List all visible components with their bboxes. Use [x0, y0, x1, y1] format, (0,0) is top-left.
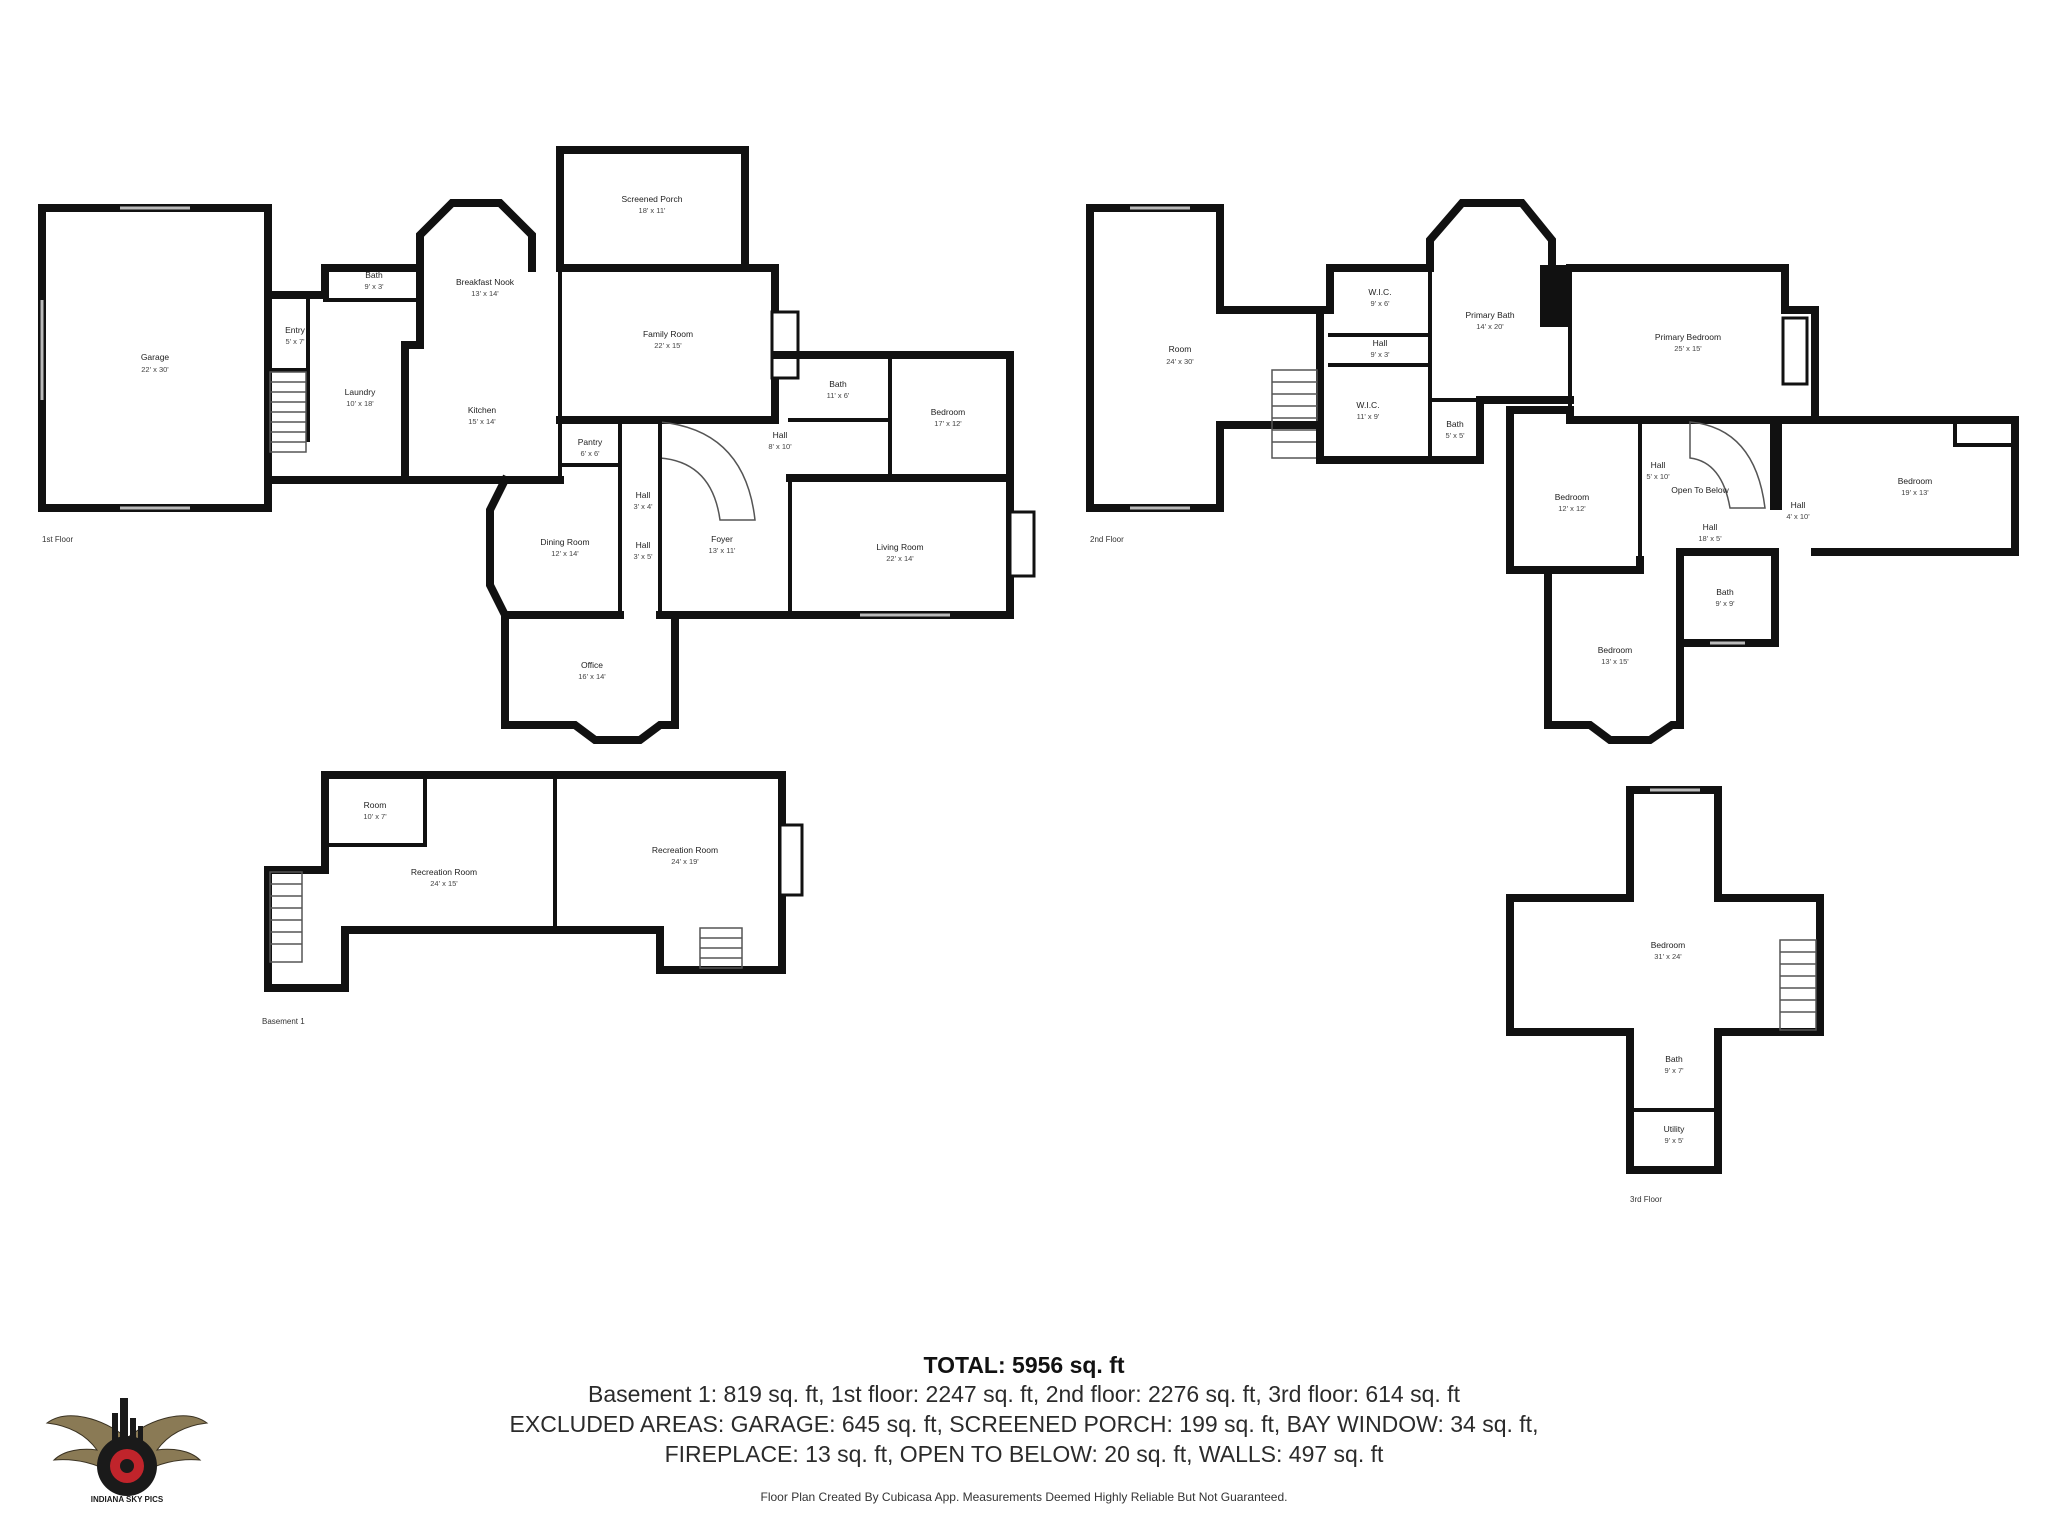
room-dimension: 10' x 7' — [363, 812, 387, 821]
room-name: Bath — [1716, 587, 1734, 597]
room-dimension: 18' x 11' — [639, 206, 666, 215]
room-dimension: 9' x 6' — [1370, 299, 1390, 308]
room-dimension: 9' x 3' — [1370, 350, 1390, 359]
room-name: Breakfast Nook — [456, 277, 515, 287]
room-name: Bedroom — [1598, 645, 1633, 655]
room-name: Bedroom — [1898, 476, 1933, 486]
floor-areas-line: Basement 1: 819 sq. ft, 1st floor: 2247 … — [588, 1381, 1460, 1407]
total-area: TOTAL: 5956 sq. ft — [923, 1352, 1125, 1378]
room-name: Recreation Room — [411, 867, 477, 877]
room-name: Hall — [1791, 500, 1806, 510]
room-dimension: 18' x 5' — [1698, 534, 1722, 543]
room-dimension: 24' x 30' — [1166, 357, 1194, 366]
room-dimension: 24' x 15' — [430, 879, 458, 888]
room-dimension: 10' x 18' — [346, 399, 374, 408]
room-name: Garage — [141, 352, 170, 362]
room-name: Hall — [1373, 338, 1388, 348]
room-name: W.I.C. — [1368, 287, 1391, 297]
excluded-areas-line: EXCLUDED AREAS: GARAGE: 645 sq. ft, SCRE… — [509, 1411, 1539, 1437]
room-dimension: 5' x 7' — [285, 337, 305, 346]
room-dimension: 12' x 14' — [551, 549, 579, 558]
room-name: Room — [364, 800, 387, 810]
room-dimension: 6' x 6' — [580, 449, 600, 458]
disclaimer: Floor Plan Created By Cubicasa App. Meas… — [760, 1490, 1288, 1504]
room-dimension: 4' x 10' — [1786, 512, 1810, 521]
room-dimension: 9' x 9' — [1715, 599, 1735, 608]
room-dimension: 13' x 14' — [471, 289, 499, 298]
room-labels: Garage 22' x 30' Entry 5' x 7' Bath 9' x… — [141, 194, 1932, 1145]
basement-plan — [264, 771, 804, 992]
room-name: Foyer — [711, 534, 733, 544]
room-name: Primary Bath — [1465, 310, 1514, 320]
room-dimension: 12' x 12' — [1558, 504, 1586, 513]
room-name: Primary Bedroom — [1655, 332, 1721, 342]
room-dimension: 25' x 15' — [1674, 344, 1702, 353]
room-name: Hall — [773, 430, 788, 440]
room-name: Open To Below — [1671, 485, 1729, 495]
room-name: Utility — [1664, 1124, 1686, 1134]
room-dimension: 9' x 3' — [364, 282, 384, 291]
room-dimension: 9' x 5' — [1664, 1136, 1684, 1145]
room-dimension: 11' x 9' — [1357, 412, 1380, 421]
room-name: Bath — [1665, 1054, 1683, 1064]
room-dimension: 19' x 13' — [1901, 488, 1929, 497]
room-name: Bath — [829, 379, 847, 389]
room-name: Bedroom — [1651, 940, 1686, 950]
room-name: Entry — [285, 325, 306, 335]
room-dimension: 16' x 14' — [578, 672, 606, 681]
room-name: Screened Porch — [622, 194, 683, 204]
room-name: Dining Room — [540, 537, 589, 547]
room-name: Pantry — [578, 437, 603, 447]
second-floor-plan — [1086, 199, 2019, 744]
floor-label-third: 3rd Floor — [1630, 1195, 1662, 1204]
excluded-areas-line-2: FIREPLACE: 13 sq. ft, OPEN TO BELOW: 20 … — [664, 1441, 1384, 1467]
room-dimension: 5' x 5' — [1445, 431, 1465, 440]
room-dimension: 17' x 12' — [934, 419, 962, 428]
room-name: Laundry — [345, 387, 376, 397]
room-dimension: 13' x 15' — [1601, 657, 1629, 666]
room-dimension: 13' x 11' — [709, 546, 736, 555]
indiana-sky-pics-logo: INDIANA SKY PICS — [45, 1398, 209, 1504]
room-name: Office — [581, 660, 603, 670]
room-name: Hall — [1703, 522, 1718, 532]
room-dimension: 22' x 14' — [886, 554, 914, 563]
room-name: Bedroom — [931, 407, 966, 417]
room-dimension: 3' x 4' — [633, 502, 653, 511]
room-dimension: 9' x 7' — [1664, 1066, 1684, 1075]
floor-label-second: 2nd Floor — [1090, 535, 1124, 544]
room-dimension: 31' x 24' — [1654, 952, 1682, 961]
room-dimension: 14' x 20' — [1476, 322, 1504, 331]
room-name: Bath — [1446, 419, 1464, 429]
logo-text: INDIANA SKY PICS — [91, 1495, 164, 1504]
room-name: Bedroom — [1555, 492, 1590, 502]
room-dimension: 24' x 19' — [671, 857, 699, 866]
first-floor-plan — [38, 146, 1036, 744]
room-name: Hall — [636, 490, 651, 500]
third-floor-plan — [1506, 786, 1824, 1174]
room-dimension: 22' x 30' — [141, 365, 169, 374]
room-name: Room — [1169, 344, 1192, 354]
room-dimension: 22' x 15' — [654, 341, 682, 350]
floor-label-first: 1st Floor — [42, 535, 73, 544]
room-dimension: 8' x 10' — [768, 442, 792, 451]
room-dimension: 15' x 14' — [468, 417, 496, 426]
room-name: Living Room — [876, 542, 923, 552]
room-name: Kitchen — [468, 405, 497, 415]
floor-label-basement: Basement 1 — [262, 1017, 305, 1026]
room-name: Bath — [365, 270, 383, 280]
room-name: Family Room — [643, 329, 693, 339]
room-name: Recreation Room — [652, 845, 718, 855]
room-dimension: 5' x 10' — [1646, 472, 1670, 481]
room-dimension: 11' x 6' — [827, 391, 850, 400]
room-name: Hall — [1651, 460, 1666, 470]
room-name: Hall — [636, 540, 651, 550]
room-dimension: 3' x 5' — [633, 552, 653, 561]
room-name: W.I.C. — [1356, 400, 1379, 410]
